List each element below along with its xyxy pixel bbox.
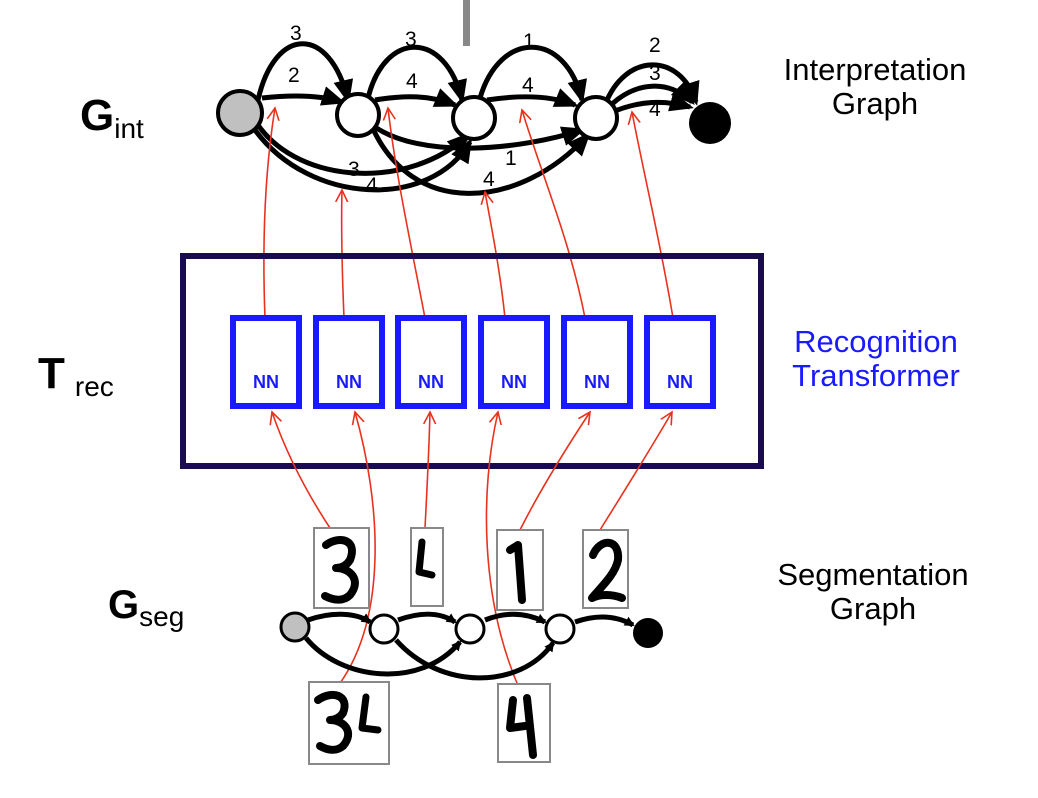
- top-gray-bar: [463, 0, 470, 46]
- int-node-3: [573, 95, 619, 141]
- int-label-b-bottom: 4: [406, 70, 418, 93]
- int-node-1: [335, 92, 381, 138]
- seg1-to-nn5: [519, 412, 590, 531]
- segment-digit-3: [321, 536, 359, 604]
- seg-edge-b: [397, 611, 457, 625]
- g-seg-label: Gseg: [108, 583, 184, 632]
- nn-unit-2-label: NN: [336, 372, 362, 392]
- int-label-c-top: 1: [523, 30, 535, 53]
- interpretation-graph: 3 2 3 4 1 4 2 3 4 3 4 1 4: [216, 22, 731, 197]
- nn6-out-arrow: [632, 112, 674, 319]
- int-node-2: [451, 95, 497, 141]
- seg2-to-nn6: [599, 412, 672, 531]
- nn-unit-6-label: NN: [667, 372, 693, 392]
- int-label-long1a: 3: [348, 158, 360, 181]
- seg34-to-nn2: [334, 412, 376, 691]
- int-label-long3: 4: [483, 168, 495, 191]
- segmentation-title-line1: Segmentation: [777, 557, 968, 592]
- int-label-a-top: 3: [290, 22, 302, 45]
- recognition-title-line1: Recognition: [794, 324, 958, 359]
- nn3-out-arrow: [388, 108, 426, 319]
- int-label-long1b: 4: [366, 174, 378, 197]
- segment-digit-2: [588, 538, 626, 602]
- seg-edge-long1: [304, 636, 462, 677]
- interpretation-title-line1: Interpretation: [784, 52, 967, 87]
- segmentation-graph: [279, 611, 663, 681]
- nn-unit-5-label: NN: [584, 372, 610, 392]
- nn2-out-arrow: [342, 190, 344, 319]
- seg-edge-d: [574, 614, 635, 628]
- int-edge-b-bottom: [374, 88, 459, 108]
- recognition-transformer-frame: [180, 253, 764, 469]
- seg4-to-nn3: [425, 412, 430, 529]
- int-label-long2: 1: [505, 147, 517, 170]
- int-edge-b-top: [365, 44, 467, 104]
- int-label-b-top: 3: [405, 28, 417, 51]
- segment-box-4: [410, 527, 444, 607]
- segment-digit-4: [415, 538, 436, 579]
- int-label-d-bottom: 4: [649, 98, 661, 121]
- interpretation-title-line2: Graph: [832, 86, 918, 121]
- nn-unit-1-label: NN: [253, 372, 279, 392]
- segment-digit-34-four: [358, 693, 382, 734]
- int-edge-d-bottom: [609, 91, 694, 116]
- seg-node-1: [368, 613, 400, 645]
- nn-unit-5: [561, 315, 633, 409]
- int-label-d-top: 2: [649, 34, 661, 57]
- int-edge-long3: [367, 121, 591, 196]
- int-edge-a-top: [255, 41, 354, 104]
- g-int-label: Gint: [80, 91, 144, 144]
- int-edge-a-bottom: [261, 86, 346, 106]
- nn-unit-1: [230, 315, 302, 409]
- int-start-node: [216, 89, 264, 137]
- segment-digit-34-three: [314, 690, 352, 754]
- int-label-a-bottom: 2: [288, 64, 300, 87]
- segment-digit-1: [506, 541, 526, 604]
- seg-node-3: [544, 613, 576, 645]
- int-edge-long1: [255, 123, 471, 176]
- nn-units: NN NN NN NN NN NN: [230, 315, 716, 409]
- seg4b-to-nn4: [485, 412, 521, 691]
- nn-unit-4: [478, 315, 550, 409]
- nn4-out-arrow: [485, 192, 506, 319]
- int-edge-long1b: [252, 128, 473, 193]
- seg-edge-a: [307, 611, 372, 625]
- nn1-out-arrow: [263, 108, 275, 319]
- segment-images: [308, 527, 629, 765]
- nn-output-arrows: [263, 108, 674, 319]
- nn-unit-3: [395, 315, 467, 409]
- int-label-c-bottom: 4: [522, 74, 534, 97]
- nn-unit-6: [644, 315, 716, 409]
- seg-node-2: [454, 613, 486, 645]
- seg-edge-c: [484, 611, 547, 625]
- nn-unit-3-label: NN: [418, 372, 444, 392]
- seg-edge-long2: [394, 638, 556, 681]
- nn-unit-4-label: NN: [501, 372, 527, 392]
- seg-end-node: [633, 618, 663, 648]
- seg3-to-nn1: [272, 412, 331, 529]
- int-end-node: [689, 102, 731, 144]
- recognition-title-line2: Transformer: [792, 358, 960, 393]
- nn5-out-arrow: [522, 110, 586, 319]
- int-edge-c-top: [477, 44, 587, 104]
- segmentation-title-line2: Graph: [830, 591, 916, 626]
- int-label-d-mid: 3: [649, 62, 661, 85]
- nn-input-arrows: [272, 412, 672, 691]
- nn-unit-2: [313, 315, 385, 409]
- seg-start-node: [279, 611, 311, 643]
- segment-digit-4b: [506, 694, 537, 759]
- int-edge-c-bottom: [486, 88, 579, 108]
